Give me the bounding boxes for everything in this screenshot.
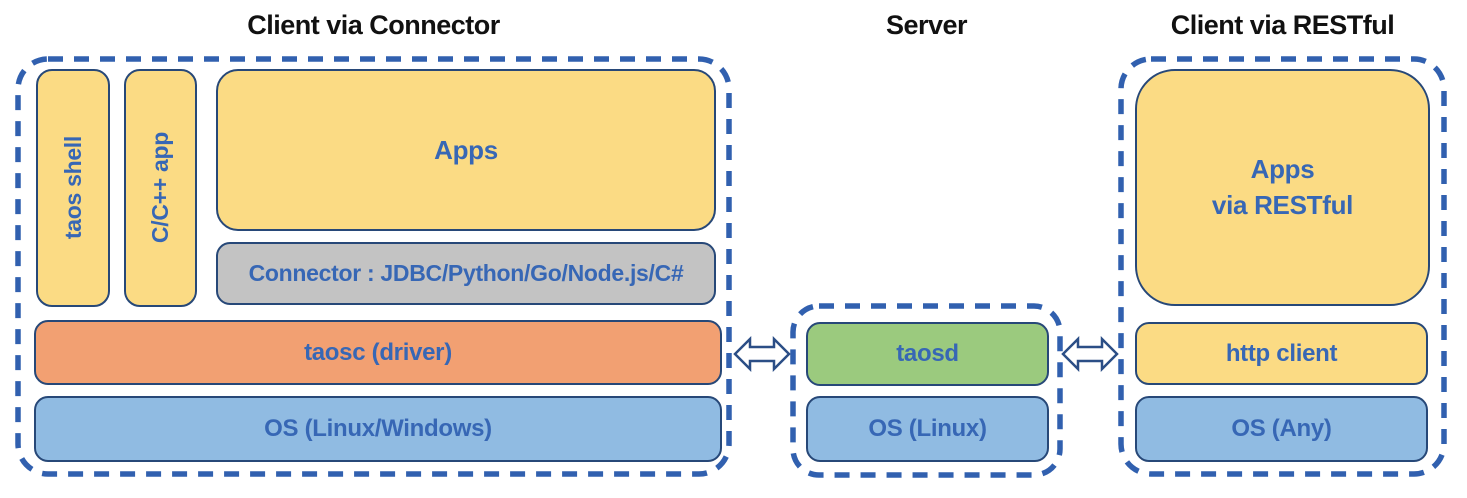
box-taos-shell: taos shell (36, 69, 110, 307)
apps-label: Apps (434, 134, 498, 165)
taosc-label: taosc (driver) (304, 338, 452, 366)
taosd-label: taosd (896, 340, 959, 367)
box-apps-restful: Apps via RESTful (1135, 69, 1430, 306)
server-title: Server (885, 10, 968, 40)
box-os-restful: OS (Any) (1135, 396, 1428, 462)
os-client-connector-label: OS (Linux/Windows) (264, 415, 492, 442)
server-frame (790, 303, 1063, 478)
box-connector: Connector : JDBC/Python/Go/Node.js/C# (216, 242, 716, 305)
box-taosd: taosd (806, 322, 1049, 386)
cpp-app-label: C/C++ app (147, 132, 173, 244)
client-connector-frame (15, 56, 732, 477)
box-os-client-connector: OS (Linux/Windows) (34, 396, 722, 462)
client-restful-title: Client via RESTful (1170, 10, 1395, 40)
box-http-client: http client (1135, 322, 1428, 385)
box-apps: Apps (216, 69, 716, 231)
box-os-server: OS (Linux) (806, 396, 1049, 462)
box-cpp-app: C/C++ app (124, 69, 197, 307)
os-server-label: OS (Linux) (868, 415, 987, 442)
server-restful-bidirectional-arrow-icon (1061, 335, 1119, 373)
os-restful-label: OS (Any) (1231, 415, 1332, 442)
http-client-label: http client (1225, 339, 1338, 367)
apps-restful-label: Apps via RESTful (1211, 154, 1354, 220)
box-taosc: taosc (driver) (34, 320, 722, 385)
client-server-bidirectional-arrow-icon (733, 335, 791, 373)
taos-shell-label: taos shell (59, 136, 86, 240)
client-connector-title: Client via Connector (247, 10, 500, 40)
client-restful-frame (1118, 56, 1447, 477)
connector-label: Connector : JDBC/Python/Go/Node.js/C# (248, 260, 684, 286)
